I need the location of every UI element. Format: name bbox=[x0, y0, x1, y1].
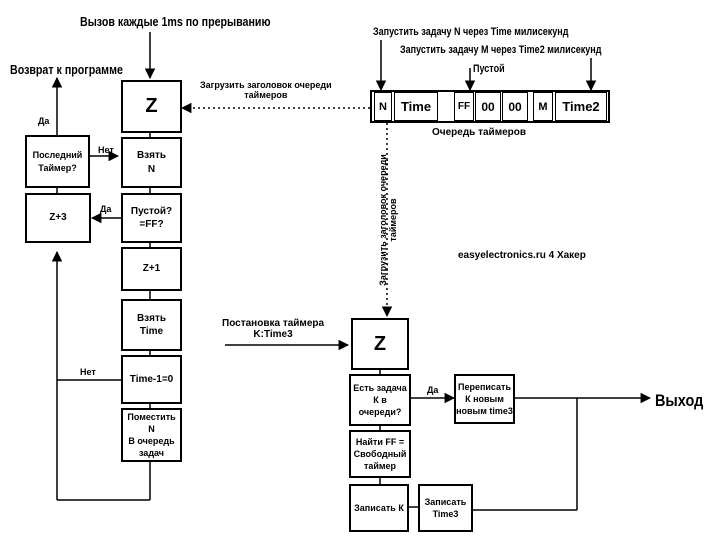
return-label: Возврат к программе bbox=[10, 62, 123, 77]
z-setup-box: Z bbox=[351, 318, 409, 370]
queue-cell-m: M bbox=[533, 92, 553, 121]
load-head-label: Загрузить заголовок очереди таймеров bbox=[200, 80, 332, 100]
exit-label: Выход bbox=[655, 391, 704, 410]
z-plus-3-box: Z+3 bbox=[25, 193, 91, 243]
setup-label: Постановка таймера K:Time3 bbox=[222, 318, 325, 340]
no-loop-label: Нет bbox=[80, 367, 96, 377]
last-timer-box: Последний Таймер? bbox=[25, 135, 90, 188]
run-n-label: Запустить задачу N через Time милисекунд bbox=[373, 26, 569, 38]
watermark: easyelectronics.ru 4 Хакер bbox=[458, 250, 586, 261]
run-m-label: Запустить задачу M через Time2 милисекун… bbox=[400, 44, 602, 56]
time-decrement-box: Time-1=0 bbox=[121, 355, 182, 404]
queue-cell-00a: 00 bbox=[475, 92, 501, 121]
has-task-box: Есть задача К в очереди? bbox=[349, 374, 411, 426]
empty-check-box: Пустой? =FF? bbox=[121, 193, 182, 243]
queue-cell-time: Time bbox=[394, 92, 438, 121]
no-take-n-label: Нет bbox=[98, 145, 114, 155]
empty-label: Пустой bbox=[473, 63, 505, 75]
interrupt-title: Вызов каждые 1ms по прерыванию bbox=[80, 14, 271, 29]
write-time3-box: Записать Time3 bbox=[418, 484, 473, 532]
yes-rewrite-label: Да bbox=[427, 385, 439, 395]
z-head-box: Z bbox=[121, 80, 182, 133]
queue-caption: Очередь таймеров bbox=[432, 127, 527, 138]
rewrite-box: Переписать К новым новым time3 bbox=[454, 374, 515, 424]
yes-z3-label: Да bbox=[100, 204, 112, 214]
find-ff-box: Найти FF = Свободный таймер bbox=[349, 430, 411, 478]
take-n-box: Взять N bbox=[121, 137, 182, 188]
write-k-box: Записать К bbox=[349, 484, 409, 532]
load-head-vertical-label: Загрузить заголовок очереди таймеров bbox=[377, 154, 398, 286]
queue-cell-ff: FF bbox=[454, 92, 474, 121]
z-plus-1-box: Z+1 bbox=[121, 247, 182, 291]
take-time-box: Взять Time bbox=[121, 299, 182, 351]
queue-cell-time2: Time2 bbox=[555, 92, 607, 121]
put-n-box: Поместить N В очередь задач bbox=[121, 408, 182, 462]
queue-cell-00b: 00 bbox=[502, 92, 528, 121]
queue-cell-n: N bbox=[374, 92, 392, 121]
yes-return-label: Да bbox=[38, 116, 50, 126]
